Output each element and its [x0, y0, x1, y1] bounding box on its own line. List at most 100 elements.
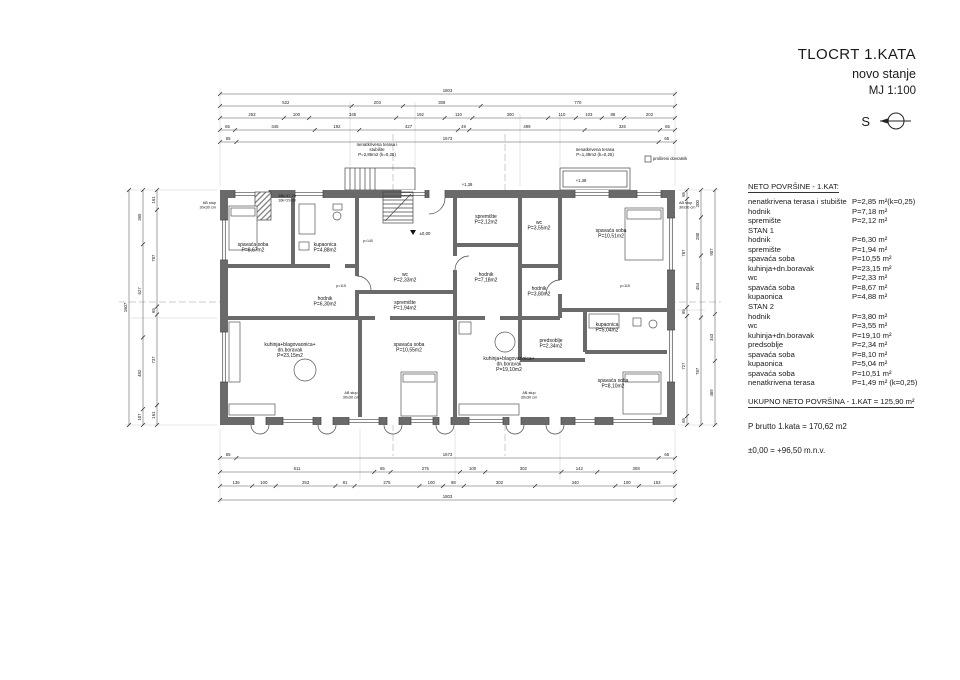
- staircase: [382, 191, 414, 224]
- page-title: TLOCRT 1.KATA: [797, 46, 916, 63]
- dimension-label: 611: [294, 466, 301, 471]
- kitchen-counter: [458, 403, 520, 416]
- dimension-label: 454: [695, 282, 700, 290]
- plan-note: p=115: [336, 284, 346, 288]
- drawing-state-label: novo stanje: [852, 67, 916, 81]
- legend-area-value: P=2,33 m²: [852, 273, 888, 283]
- legend-room-label: hodnik: [748, 235, 771, 245]
- dimension-label: 253: [248, 112, 256, 117]
- dimension-label: 65: [225, 124, 230, 129]
- dimension-label: 110: [559, 112, 566, 117]
- plan-note: p=140: [363, 239, 373, 243]
- dimension-label: 192: [333, 124, 341, 129]
- area-legend: NETO POVRŠINE - 1.KAT: nenatkrivena tera…: [748, 176, 944, 455]
- dimension-label: 469: [709, 389, 714, 397]
- title-block: TLOCRT 1.KATA novo stanje MJ 1:100: [798, 46, 916, 97]
- dimension-label: 737: [151, 356, 156, 364]
- dimension-label: 627: [137, 287, 142, 295]
- legend-area-value: P=3,55 m²: [852, 321, 888, 331]
- terrace-block: [559, 155, 652, 191]
- kitchen-counter: [228, 321, 241, 383]
- dimension-label: 107: [137, 413, 142, 421]
- legend-room-label: STAN 1: [748, 225, 775, 235]
- dimension-label: 65: [664, 136, 669, 141]
- legend-room-label: kupaonica: [748, 292, 783, 302]
- chimney: [254, 191, 272, 221]
- dimension-label: 1673: [443, 452, 453, 457]
- legend-room-label: hodnik: [748, 206, 771, 216]
- dining-table: [293, 358, 317, 382]
- legend-room-label: nenatkrivena terasa i stubište: [748, 197, 847, 206]
- legend-area-value: P=1,49 m² (k=0,25): [852, 378, 918, 388]
- dimension-label: 275: [383, 480, 391, 485]
- legend-area-value: P=10,55 m²: [852, 254, 892, 264]
- legend-room-label: spavaća soba: [748, 349, 795, 359]
- dimension-label: 308: [633, 466, 641, 471]
- dimension-label: 787: [695, 367, 700, 375]
- dimension-label: 499: [523, 124, 531, 129]
- dimension-label: 65: [681, 309, 686, 314]
- scale-label: MJ 1:100: [868, 85, 916, 97]
- bathtub: [298, 203, 316, 235]
- legend-room-label: predsoblje: [748, 340, 784, 350]
- dimension-label: 110: [455, 112, 462, 117]
- dimension-label: 100: [428, 480, 436, 485]
- doors-layer: [356, 190, 561, 295]
- dimension-label: 1803: [443, 494, 453, 499]
- dimension-label: 253: [302, 480, 310, 485]
- toilet: [332, 203, 343, 211]
- dimension-label: 88: [451, 480, 456, 485]
- dimension-label: 49: [461, 124, 466, 129]
- dimension-label: 100: [260, 480, 268, 485]
- legend-room-label: spremište: [748, 244, 781, 254]
- dimension-label: 787: [681, 249, 686, 257]
- legend-row: spavaća soba P=10,55 m²: [748, 254, 944, 264]
- plan-note: prošireni dovratnik: [653, 156, 688, 161]
- dimension-label: 326: [619, 124, 627, 129]
- dimension-label: 302: [496, 480, 504, 485]
- legend-room-label: STAN 2: [748, 302, 775, 312]
- legend-row: nenatkrivena terasa i stubište P=2,85 m²(…: [748, 197, 944, 207]
- dimension-label: 1803: [443, 88, 453, 93]
- interior-walls: [220, 190, 667, 417]
- plan-note: p=115: [620, 284, 630, 288]
- legend-area-value: P=2,85 m²(k=0,25): [852, 197, 916, 206]
- sink: [632, 317, 642, 327]
- dimension-label: 65: [380, 466, 385, 471]
- north-arrow-icon: [880, 112, 911, 130]
- legend-room-label: spavaća soba: [748, 282, 795, 292]
- dimension-label: 482: [137, 369, 142, 377]
- dimension-label: 302: [520, 466, 528, 471]
- floor-plan-drawing: 1803522203308770253100345192110300110103…: [119, 88, 721, 504]
- legend-room-label: kupaonica: [748, 359, 783, 369]
- legend-room-label: spremište: [748, 216, 781, 226]
- legend-room-label: spavaća soba: [748, 254, 795, 264]
